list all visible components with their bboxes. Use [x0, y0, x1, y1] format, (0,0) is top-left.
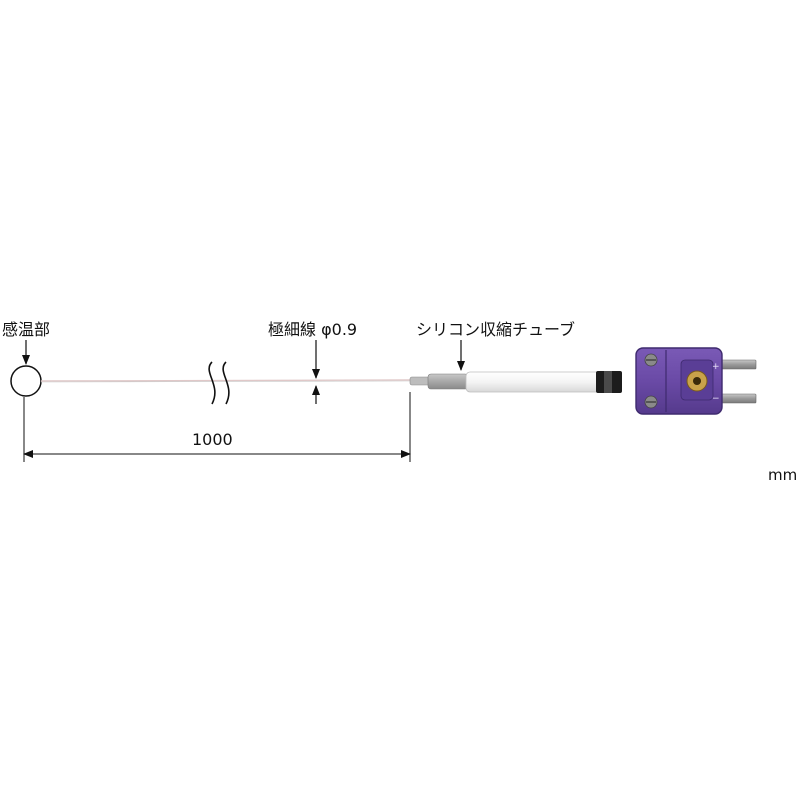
break-symbol [208, 361, 230, 405]
sensing-part-label: 感温部 [2, 320, 51, 339]
pin-bottom-mark: − [712, 394, 720, 404]
unit-label: mm [768, 466, 798, 484]
connector-pin-top [717, 359, 757, 370]
pin-top-mark: + [712, 362, 720, 372]
probe-tip [409, 376, 431, 386]
connector-screw-bottom [644, 395, 658, 409]
sensing-circle [10, 365, 42, 397]
connector-screw-top [644, 353, 658, 367]
connector-pin-bottom [717, 393, 757, 404]
silicone-tube-label: シリコン収縮チューブ [416, 320, 576, 339]
length-dimension-label: 1000 [192, 430, 233, 449]
silicone-shrink-tube [465, 371, 601, 393]
connector-brass-terminal [686, 370, 708, 392]
fine-wire-label: 極細線 φ0.9 [268, 320, 358, 339]
grey-sleeve [427, 373, 469, 390]
grey-collar [604, 371, 612, 393]
